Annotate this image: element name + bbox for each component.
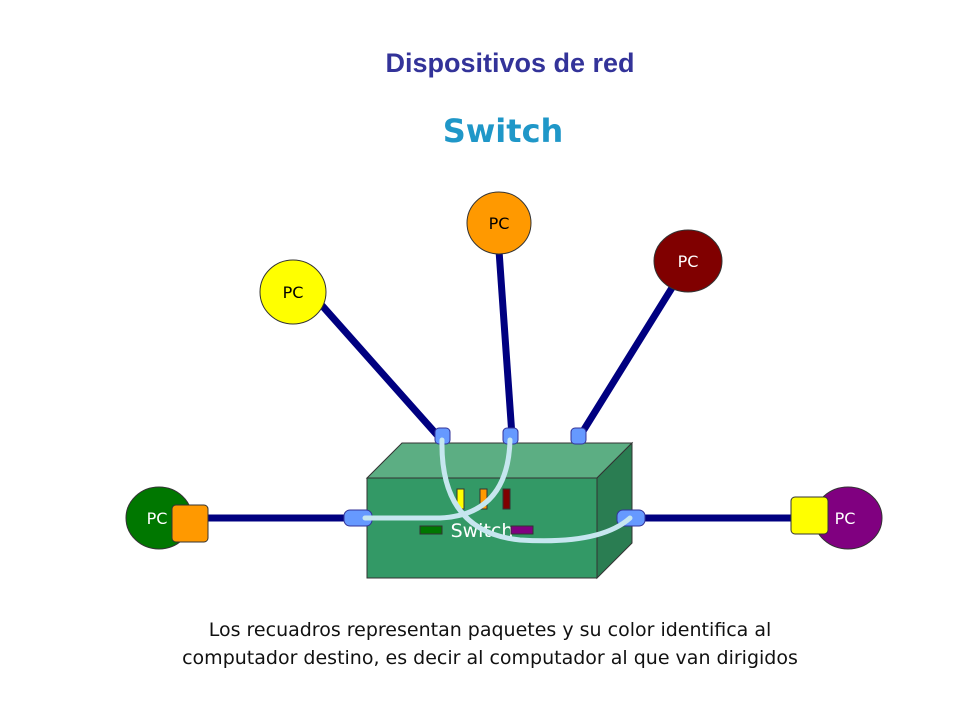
diagram-caption: Los recuadros representan paquetes y su … bbox=[0, 616, 960, 672]
led-green bbox=[419, 525, 443, 535]
pc-left-label: PC bbox=[147, 509, 168, 528]
page-title: Dispositivos de red bbox=[385, 48, 635, 78]
pc-right-label: PC bbox=[835, 509, 856, 528]
caption-line-1: Los recuadros representan paquetes y su … bbox=[208, 619, 772, 641]
pc-top: PC bbox=[466, 191, 532, 255]
switch-device: Switch bbox=[365, 441, 634, 580]
pc-upper-left-body bbox=[259, 259, 327, 325]
path-right-to-upper-left bbox=[439, 437, 633, 544]
cable-top bbox=[493, 218, 516, 440]
packet-paths bbox=[362, 437, 633, 544]
pc-top-label: PC bbox=[489, 214, 510, 233]
packet-orange bbox=[171, 504, 209, 543]
pc-upper-right-body bbox=[653, 229, 723, 293]
caption-line-2: computador destino, es decir al computad… bbox=[182, 647, 798, 669]
cable-upper-right bbox=[576, 258, 692, 440]
pc-upper-right: PC bbox=[653, 229, 723, 293]
pc-upper-left: PC bbox=[259, 259, 327, 325]
led-darkred bbox=[502, 488, 511, 510]
port-upper-right bbox=[570, 427, 587, 445]
pc-top-body bbox=[466, 191, 532, 255]
packet-yellow bbox=[790, 496, 829, 535]
path-left-to-top bbox=[362, 437, 513, 521]
switch-top-face bbox=[365, 442, 634, 479]
diagram-subtitle: Switch bbox=[442, 112, 564, 150]
switch-ports bbox=[343, 427, 646, 527]
led-purple bbox=[510, 525, 534, 535]
pc-upper-left-label: PC bbox=[283, 283, 304, 302]
pc-right: PC bbox=[813, 486, 883, 550]
cable-upper-left bbox=[306, 288, 442, 440]
pc-upper-right-label: PC bbox=[678, 252, 699, 271]
